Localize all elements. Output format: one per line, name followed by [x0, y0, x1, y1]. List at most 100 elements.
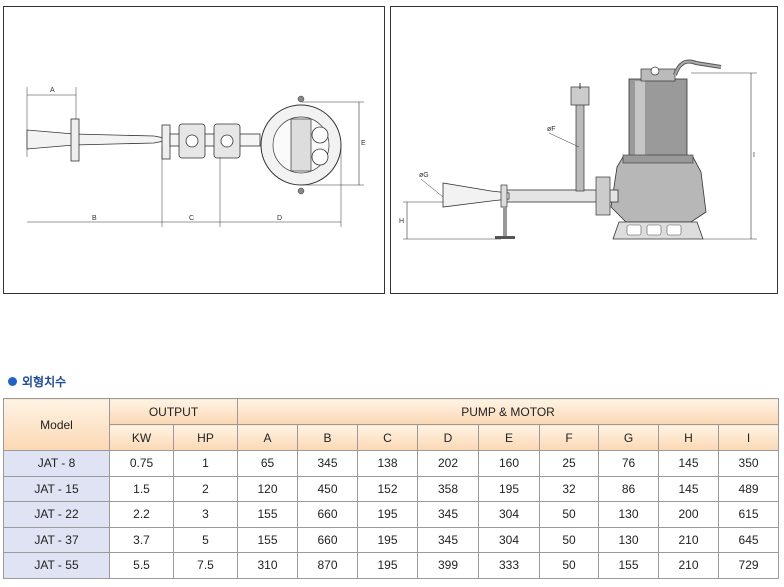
dim-leader-g	[420, 178, 444, 198]
value-cell: 450	[297, 475, 358, 502]
section-heading: 외형치수	[8, 373, 66, 390]
ejector-nozzle	[26, 129, 165, 150]
pump-casing	[610, 156, 707, 223]
value-cell: 50	[539, 552, 599, 579]
discharge-flange-side	[595, 176, 611, 216]
side-view-svg: øF øG H I	[399, 59, 757, 240]
dim-label-e: E	[361, 140, 366, 147]
stand-opening-2	[646, 224, 662, 236]
table-row: JAT - 55 5.5 7.5 310 870 195 399 333 50 …	[3, 552, 780, 579]
value-cell: 345	[297, 450, 358, 477]
value-cell: 195	[478, 475, 540, 502]
value-cell: 729	[717, 552, 780, 579]
front-view-drawing: A E B C D	[3, 6, 385, 294]
air-intake-cap	[570, 86, 590, 106]
header-col-i: I	[717, 424, 780, 451]
nozzle-support-foot	[495, 236, 515, 239]
value-cell: 615	[717, 501, 780, 528]
lifting-eye-top	[297, 95, 305, 103]
value-cell: 25	[539, 450, 599, 477]
stand-opening-3	[666, 224, 682, 236]
value-cell: 120	[237, 475, 298, 502]
value-cell: 76	[598, 450, 659, 477]
kw-cell: 5.5	[109, 552, 174, 579]
header-hp: HP	[173, 424, 238, 451]
dim-label-a: A	[50, 87, 55, 94]
dim-label-i: I	[753, 152, 755, 159]
lifting-handle-highlight	[674, 60, 722, 76]
value-cell: 304	[478, 501, 540, 528]
stand-opening-1	[626, 224, 642, 236]
header-row-sub: KW HP A B C D E F G H I	[4, 424, 780, 451]
value-cell: 152	[357, 475, 418, 502]
header-row-top: Model OUTPUT PUMP & MOTOR	[3, 398, 780, 451]
value-cell: 333	[478, 552, 540, 579]
model-cell: JAT - 15	[3, 475, 110, 502]
value-cell: 210	[658, 526, 719, 553]
header-col-h: H	[658, 424, 719, 451]
header-pump-motor: PUMP & MOTOR	[236, 398, 780, 425]
value-cell: 304	[478, 526, 540, 553]
table-row: JAT - 15 1.5 2 120 450 152 358 195 32 86…	[3, 475, 780, 502]
header-col-b: B	[297, 424, 358, 451]
hp-cell: 7.5	[173, 552, 238, 579]
pump-cable-port	[311, 148, 329, 166]
value-cell: 345	[417, 526, 479, 553]
header-col-a: A	[237, 424, 298, 451]
header-model: Model	[3, 398, 110, 451]
nozzle-support	[503, 207, 507, 237]
value-cell: 310	[237, 552, 298, 579]
coupling-1-bolt	[185, 134, 199, 148]
nozzle-flange	[70, 118, 80, 162]
table-row: JAT - 8 0.75 1 65 345 138 202 160 25 76 …	[3, 450, 780, 477]
pump-outlet-port	[311, 126, 329, 144]
model-cell: JAT - 37	[3, 526, 110, 553]
model-cell: JAT - 8	[3, 450, 110, 477]
value-cell: 50	[539, 526, 599, 553]
bullet-icon	[8, 377, 17, 386]
value-cell: 138	[357, 450, 418, 477]
value-cell: 86	[598, 475, 659, 502]
header-col-e: E	[478, 424, 540, 451]
hp-cell: 3	[173, 501, 238, 528]
coupling-2-bolt	[220, 134, 234, 148]
kw-cell: 3.7	[109, 526, 174, 553]
value-cell: 345	[417, 501, 479, 528]
value-cell: 489	[717, 475, 780, 502]
side-view-drawing: øF øG H I	[390, 6, 778, 294]
value-cell: 160	[478, 450, 540, 477]
dim-label-b: B	[92, 215, 97, 222]
value-cell: 145	[658, 450, 719, 477]
value-cell: 870	[297, 552, 358, 579]
value-cell: 195	[357, 526, 418, 553]
air-intake-pipe	[575, 102, 585, 192]
motor-highlight	[635, 81, 645, 155]
lifting-eye-bottom	[297, 187, 305, 195]
header-col-c: C	[357, 424, 418, 451]
value-cell: 200	[658, 501, 719, 528]
dim-label-c: C	[189, 215, 194, 222]
section-title: 외형치수	[22, 375, 67, 389]
value-cell: 350	[717, 450, 780, 477]
dim-leader-f	[548, 132, 580, 148]
value-cell: 130	[598, 526, 659, 553]
dim-label-d: D	[277, 215, 282, 222]
value-cell: 65	[237, 450, 298, 477]
value-cell: 145	[658, 475, 719, 502]
value-cell: 155	[237, 501, 298, 528]
dim-label-g: øG	[419, 172, 429, 179]
hp-cell: 2	[173, 475, 238, 502]
dim-label-f: øF	[547, 126, 556, 133]
value-cell: 645	[717, 526, 780, 553]
value-cell: 195	[357, 552, 418, 579]
hp-cell: 1	[173, 450, 238, 477]
dim-label-h: H	[399, 218, 404, 225]
dimension-spec-table: Model OUTPUT PUMP & MOTOR KW HP A B C D …	[3, 398, 780, 579]
motor-lifting-eye	[650, 66, 660, 76]
casing-flange	[622, 154, 694, 164]
front-view-svg: A E B C D	[26, 87, 366, 227]
table-row: JAT - 22 2.2 3 155 660 195 345 304 50 13…	[3, 501, 780, 528]
inlet-flange	[161, 124, 171, 160]
value-cell: 50	[539, 501, 599, 528]
kw-cell: 0.75	[109, 450, 174, 477]
